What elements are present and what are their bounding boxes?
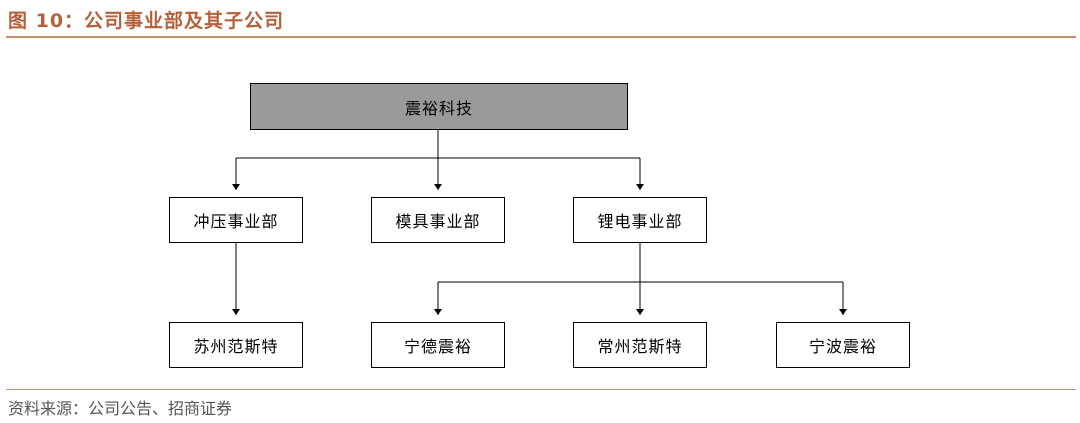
subsidiary-node-suzhou: 苏州范斯特 — [169, 322, 303, 368]
division-node-mold: 模具事业部 — [371, 197, 505, 243]
subsidiary-node-ningbo: 宁波震裕 — [776, 322, 910, 368]
subsidiary-node-changzhou: 常州范斯特 — [573, 322, 707, 368]
figure-title: 图 10：公司事业部及其子公司 — [8, 10, 285, 32]
division-node-stamping: 冲压事业部 — [169, 197, 303, 243]
subsidiary-node-ningde: 宁德震裕 — [371, 322, 505, 368]
division-node-lithium: 锂电事业部 — [573, 197, 707, 243]
source-note: 资料来源：公司公告、招商证券 — [8, 399, 233, 418]
root-node: 震裕科技 — [250, 83, 628, 130]
bottom-divider — [6, 389, 1076, 390]
top-divider — [6, 36, 1076, 38]
